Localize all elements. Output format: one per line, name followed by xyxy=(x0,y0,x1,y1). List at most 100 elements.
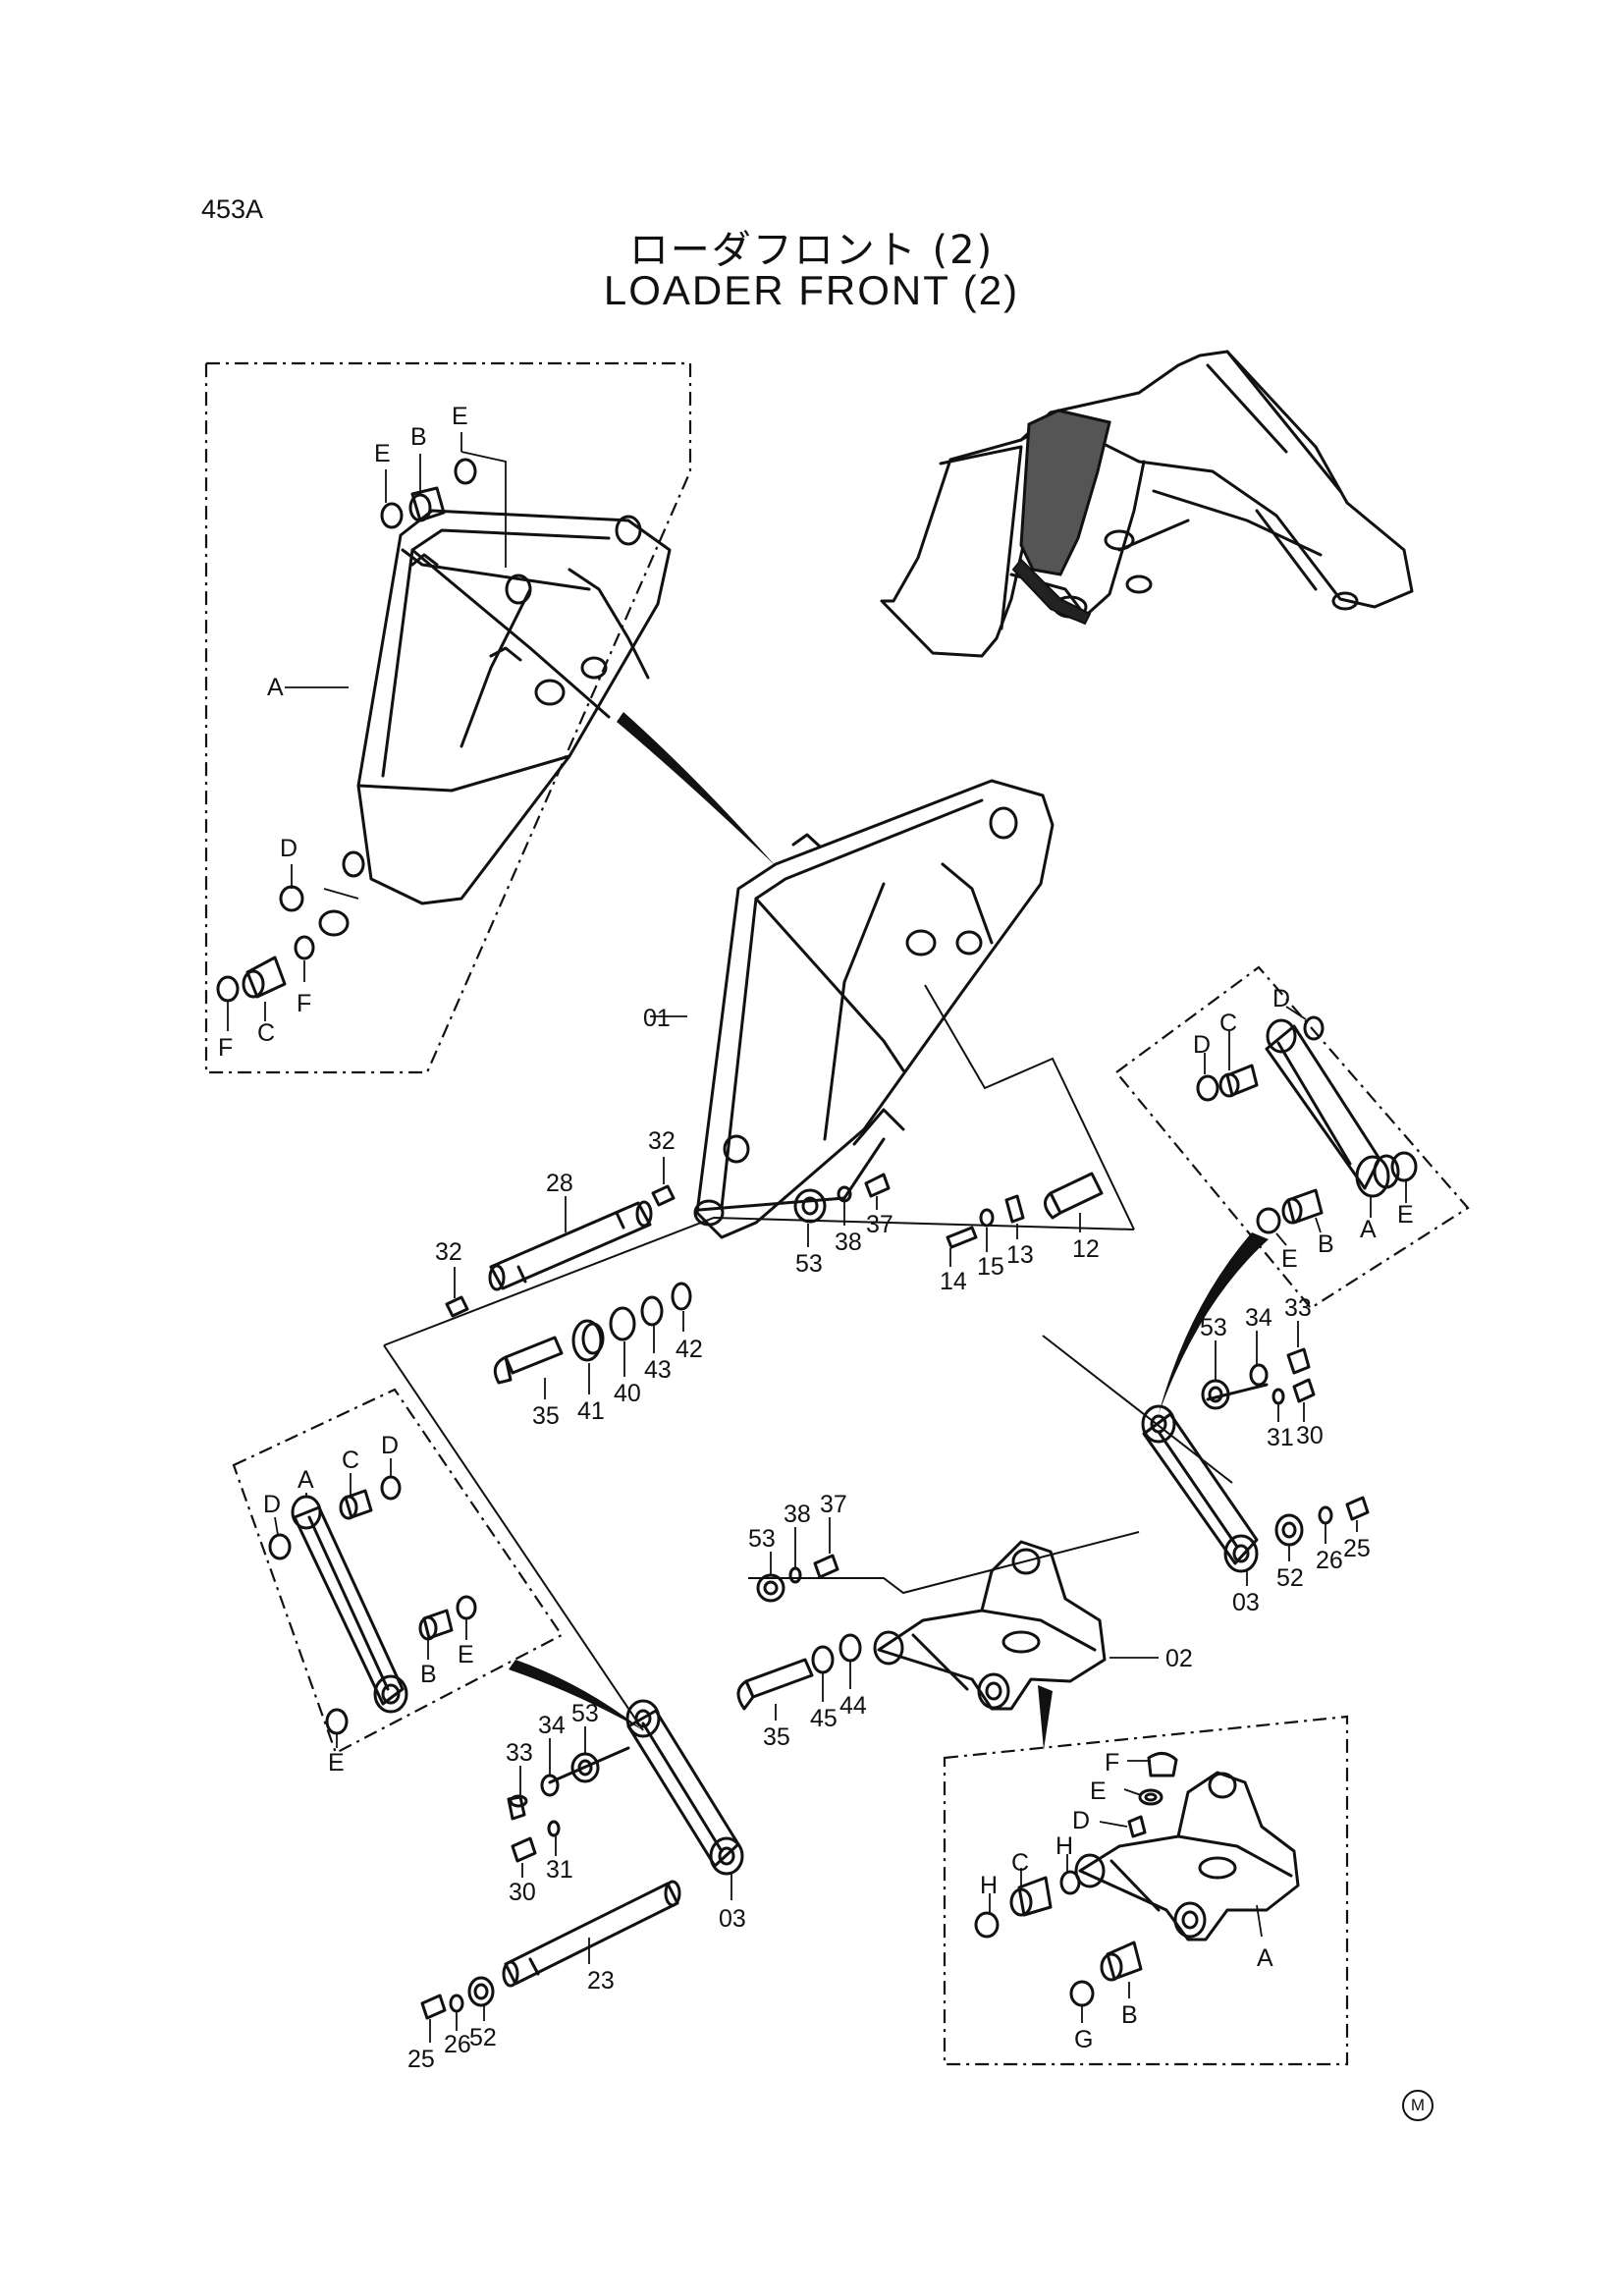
callout-03-left: 03 xyxy=(719,1905,746,1933)
lever-02-drawing xyxy=(873,1540,1107,1711)
callout-53-middle: 53 xyxy=(748,1525,776,1553)
bellcrank-leader-lines xyxy=(227,432,507,1031)
callout-30-left: 30 xyxy=(509,1879,536,1906)
lever-label-d: D xyxy=(1072,1807,1090,1834)
lever-label-g: G xyxy=(1074,2026,1093,2053)
lever-label-f: F xyxy=(1105,1749,1119,1777)
lever-label-e: E xyxy=(1090,1777,1107,1805)
callout-34-left: 34 xyxy=(538,1712,566,1739)
callout-43: 43 xyxy=(644,1356,672,1384)
callout-35-upper: 35 xyxy=(532,1402,560,1430)
leader-lines-middle xyxy=(770,1517,1159,1721)
link-left-label-e-right: E xyxy=(458,1641,474,1668)
link-right-label-e-right: E xyxy=(1397,1201,1414,1229)
link-right-leader-lines xyxy=(1204,1006,1407,1246)
callout-45: 45 xyxy=(810,1705,838,1732)
link-right-label-e-bottom: E xyxy=(1281,1245,1298,1273)
callout-52-right: 52 xyxy=(1276,1564,1304,1592)
link-right-detail-parts xyxy=(1196,1015,1418,1234)
link-right-detail-drawing xyxy=(1265,1018,1400,1198)
detail-box-link-left xyxy=(232,1388,564,1755)
callout-53-left: 53 xyxy=(571,1700,599,1727)
part-number-callouts: 01 02 03 03 12 13 14 15 23 25 25 26 26 2… xyxy=(407,1005,1371,2073)
bellcrank-label-e-left: E xyxy=(374,440,391,467)
callout-32-top: 32 xyxy=(648,1127,676,1155)
link-right-label-d-left: D xyxy=(1193,1031,1211,1059)
bellcrank-label-a: A xyxy=(267,674,284,701)
callout-26-left: 26 xyxy=(444,2031,471,2058)
bellcrank-detail-labels: E B E A D F C F xyxy=(218,403,468,1062)
callout-31-left: 31 xyxy=(546,1856,573,1884)
callout-52-left: 52 xyxy=(469,2024,497,2051)
callout-42: 42 xyxy=(676,1336,703,1363)
lever-label-c: C xyxy=(1011,1849,1029,1877)
callout-53-right: 53 xyxy=(1200,1314,1227,1341)
link-right-label-b: B xyxy=(1318,1230,1334,1258)
bellcrank-01-drawing xyxy=(693,779,1055,1239)
callout-38-upper: 38 xyxy=(835,1229,862,1256)
lever-label-b: B xyxy=(1121,2001,1138,2029)
lever-label-h-right: H xyxy=(1055,1832,1073,1860)
callout-23: 23 xyxy=(587,1967,615,1995)
link-03-left-drawing xyxy=(625,1699,744,1876)
callout-30-right: 30 xyxy=(1296,1422,1324,1449)
callout-38-lower: 38 xyxy=(784,1501,811,1528)
link-right-label-a: A xyxy=(1360,1216,1377,1243)
callout-31-right: 31 xyxy=(1267,1424,1294,1451)
page-title-english: LOADER FRONT (2) xyxy=(603,267,1020,313)
bellcrank-label-f-left: F xyxy=(218,1034,233,1062)
pin-23-drawing xyxy=(502,1880,681,1988)
callout-01: 01 xyxy=(643,1005,671,1032)
bellcrank-label-f-right: F xyxy=(297,990,311,1017)
detail-callout-wedges xyxy=(509,712,1269,1750)
bellcrank-detail-drawing xyxy=(318,509,672,937)
link-left-label-a: A xyxy=(298,1466,314,1494)
registered-mark: M xyxy=(1402,2090,1434,2121)
callout-13: 13 xyxy=(1006,1241,1034,1269)
lever-detail-drawing xyxy=(1074,1771,1300,1941)
lever-label-h-left: H xyxy=(980,1872,998,1899)
link-left-detail-parts xyxy=(268,1475,477,1735)
callout-14: 14 xyxy=(940,1268,967,1295)
callout-33-right: 33 xyxy=(1284,1294,1312,1322)
highlighted-bellcrank-thumbnail xyxy=(1019,409,1111,576)
lever-label-a: A xyxy=(1257,1944,1273,1972)
callout-15: 15 xyxy=(977,1253,1004,1281)
callout-41: 41 xyxy=(577,1397,605,1425)
bellcrank-label-e-right: E xyxy=(452,403,468,430)
callout-32-left: 32 xyxy=(435,1238,462,1266)
callout-12: 12 xyxy=(1072,1235,1100,1263)
pin-28-drawing xyxy=(488,1200,653,1291)
callout-53-upper: 53 xyxy=(795,1250,823,1278)
lever-leader-lines xyxy=(989,1760,1263,2023)
link-left-label-c: C xyxy=(342,1447,359,1474)
callout-37-upper: 37 xyxy=(866,1211,893,1238)
callout-40: 40 xyxy=(614,1380,641,1407)
callout-02: 02 xyxy=(1165,1645,1193,1672)
callout-34-right: 34 xyxy=(1245,1304,1272,1332)
link-left-label-e-bottom: E xyxy=(328,1749,345,1777)
highlighted-links-thumbnail xyxy=(1011,558,1092,626)
callout-35-lower: 35 xyxy=(763,1723,790,1751)
callout-28: 28 xyxy=(546,1170,573,1197)
assembly-frame-lines xyxy=(383,984,1233,1731)
leader-lines-lower-left xyxy=(429,1726,732,2043)
detail-box-lever xyxy=(943,1715,1349,2066)
link-right-label-c: C xyxy=(1219,1010,1237,1037)
link-left-label-d-left: D xyxy=(263,1491,281,1518)
link-left-leader-lines xyxy=(274,1458,467,1748)
callout-25-left: 25 xyxy=(407,2046,435,2073)
bellcrank-label-b: B xyxy=(410,423,427,451)
link-left-label-d-right: D xyxy=(381,1432,399,1459)
link-right-detail-labels: D C D E A B E xyxy=(1193,985,1414,1273)
callout-37-lower: 37 xyxy=(820,1491,847,1518)
small-parts-upper xyxy=(445,1172,1104,1385)
link-right-label-d-top: D xyxy=(1272,985,1290,1012)
loader-machine-thumbnail xyxy=(880,350,1414,658)
detail-box-link-right xyxy=(1114,965,1470,1310)
lever-detail-parts xyxy=(974,1752,1178,2007)
page-title-japanese: ローダフロント (2) xyxy=(628,228,995,273)
callout-03-right: 03 xyxy=(1232,1589,1260,1616)
lever-detail-labels: F E D H C H A B G xyxy=(980,1749,1273,2053)
bellcrank-label-d: D xyxy=(280,835,298,862)
